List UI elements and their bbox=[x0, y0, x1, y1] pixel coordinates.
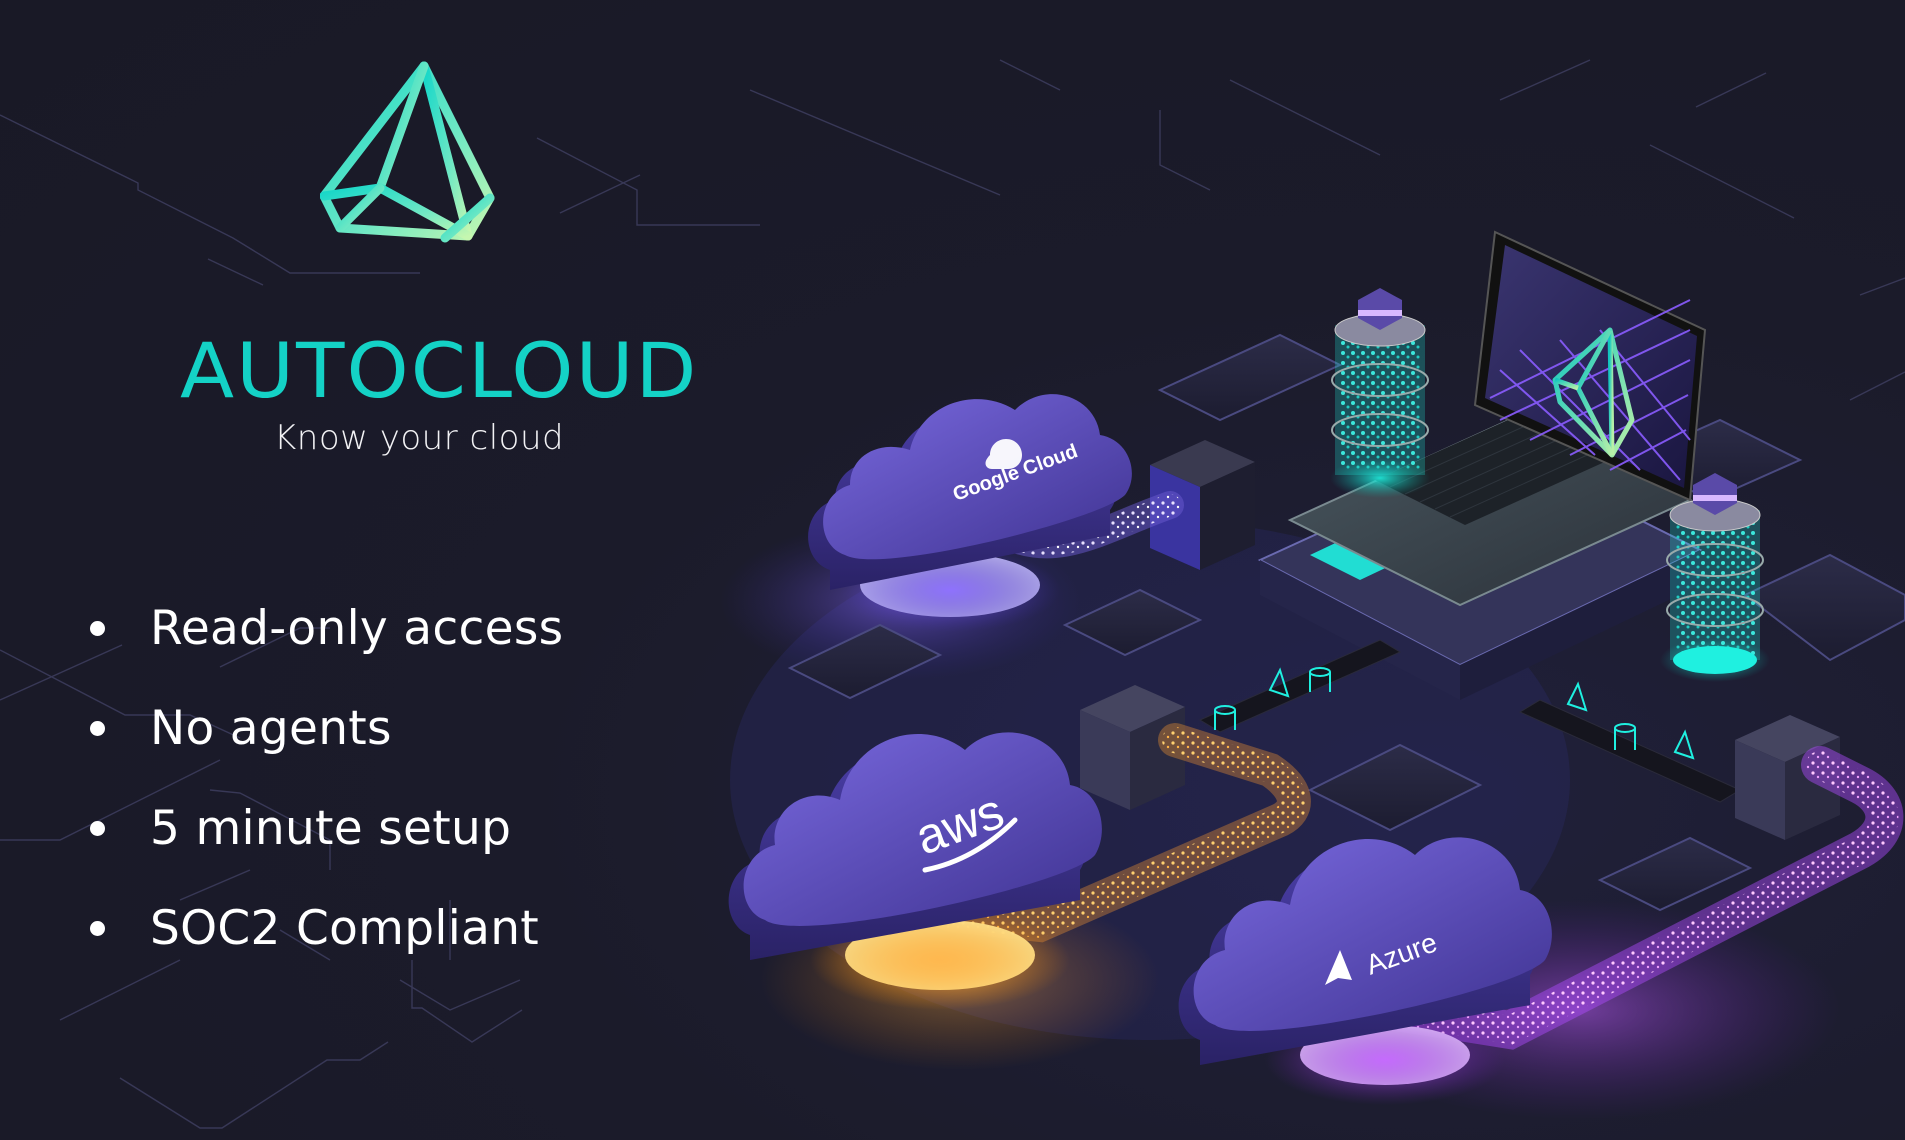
feature-label: SOC2 Compliant bbox=[150, 900, 540, 956]
crystal-prism-icon bbox=[1552, 327, 1635, 458]
brand-block: AUTOCLOUD Know your cloud bbox=[150, 55, 696, 475]
data-stream-azure bbox=[1366, 746, 1904, 1050]
isometric-cloud-illustration bbox=[720, 230, 1905, 1120]
data-cylinder-right bbox=[1660, 473, 1770, 682]
aws-icon bbox=[728, 732, 1102, 1010]
google-cloud-icon bbox=[808, 394, 1132, 632]
bullet-icon bbox=[90, 920, 105, 936]
azure-icon bbox=[1178, 837, 1552, 1105]
feature-item: Read-only access bbox=[90, 578, 563, 678]
laptop-device bbox=[1287, 230, 1707, 607]
conveyor-belts bbox=[1198, 639, 1742, 803]
feature-label: 5 minute setup bbox=[150, 800, 512, 856]
feature-item: No agents bbox=[90, 678, 563, 778]
feature-list: Read-only access No agents 5 minute setu… bbox=[90, 578, 563, 978]
bullet-icon bbox=[90, 720, 105, 736]
data-cylinder-left bbox=[1330, 288, 1430, 498]
data-stream-aws bbox=[933, 723, 1311, 943]
bullet-icon bbox=[90, 820, 105, 836]
feature-label: No agents bbox=[150, 700, 392, 756]
feature-item: SOC2 Compliant bbox=[90, 878, 563, 978]
bullet-icon bbox=[90, 620, 105, 636]
feature-label: Read-only access bbox=[150, 600, 564, 656]
feature-item: 5 minute setup bbox=[90, 778, 563, 878]
brand-wordmark: AUTOCLOUD bbox=[180, 326, 699, 415]
brand-tagline: Know your cloud bbox=[274, 418, 565, 458]
crystal-prism-icon bbox=[320, 61, 495, 243]
floor-tiles bbox=[787, 333, 1905, 912]
